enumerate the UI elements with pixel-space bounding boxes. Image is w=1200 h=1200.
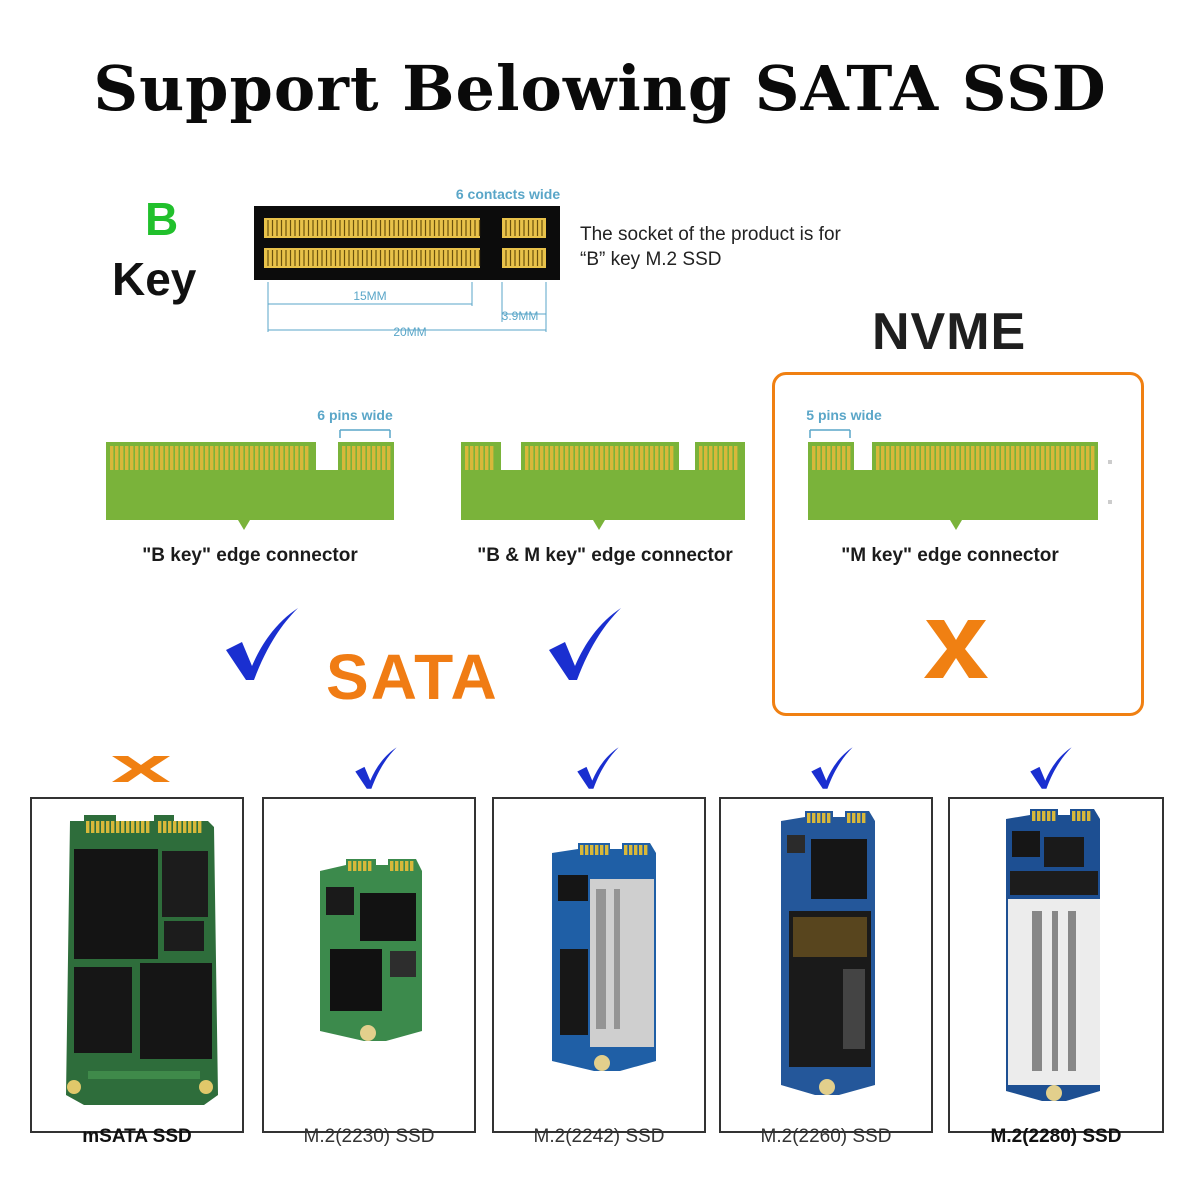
checkmark-icon	[549, 608, 621, 680]
edge-connector-bm-key	[461, 442, 745, 530]
m2-2242-ssd-caption: M.2(2242) SSD	[533, 1126, 665, 1147]
checkmark-icon	[1030, 747, 1072, 789]
m2-2230-ssd-image	[320, 859, 422, 1041]
m2-2280-ssd-card	[948, 797, 1164, 1133]
nvme-label: NVME	[872, 303, 1027, 361]
m2-2242-ssd-image	[552, 843, 656, 1071]
checkmark-icon	[811, 747, 853, 789]
cross-icon	[112, 756, 170, 782]
contacts-width-label: 6 contacts wide	[456, 186, 560, 202]
b-key-pins-label: 6 pins wide	[317, 407, 393, 423]
checkmark-icon	[226, 608, 298, 680]
m2-2260-ssd-caption: M.2(2260) SSD	[760, 1126, 892, 1147]
nvme-highlight-box	[772, 372, 1144, 716]
dim-15mm: 15MM	[353, 289, 386, 303]
checkmark-icon	[355, 747, 397, 789]
m-key-caption: "M key" edge connector	[841, 545, 1059, 566]
socket-description-line2: “B” key M.2 SSD	[580, 249, 722, 270]
cross-icon	[924, 620, 988, 678]
m2-2230-ssd-card	[262, 797, 476, 1133]
msata-ssd-card	[30, 797, 244, 1133]
m2-2242-ssd-card	[492, 797, 706, 1133]
msata-ssd-caption: mSATA SSD	[82, 1126, 192, 1147]
bm-key-caption: "B & M key" edge connector	[477, 545, 733, 566]
socket-body	[254, 206, 560, 280]
m2-2260-ssd-card	[719, 797, 933, 1133]
m2-2230-ssd-caption: M.2(2230) SSD	[303, 1126, 435, 1147]
m2-2280-ssd-caption: M.2(2280) SSD	[990, 1126, 1122, 1147]
sata-label: SATA	[326, 641, 499, 713]
edge-connector-m-key: 5 pins wide	[806, 407, 1112, 530]
dim-20mm: 20MM	[393, 325, 426, 339]
bkey-socket-diagram: 6 contacts wide 15MM 3.9MM 20MM	[254, 186, 560, 339]
dimension-lines	[267, 282, 547, 332]
socket-description: The socket of the product is for “B” key…	[580, 222, 841, 272]
msata-ssd-image	[66, 815, 218, 1105]
m2-2280-ssd-image	[1006, 809, 1100, 1101]
b-key-caption: "B key" edge connector	[142, 545, 358, 566]
bkey-word: Key	[112, 253, 197, 305]
m2-2260-ssd-image	[781, 811, 875, 1095]
checkmark-icon	[577, 747, 619, 789]
page-title: Support Belowing SATA SSD	[93, 52, 1107, 125]
m-key-pins-label: 5 pins wide	[806, 407, 882, 423]
dim-3-9mm: 3.9MM	[502, 309, 539, 323]
socket-description-line1: The socket of the product is for	[580, 224, 841, 245]
edge-connector-b-key: 6 pins wide	[106, 407, 394, 530]
bkey-letter: B	[145, 193, 179, 245]
